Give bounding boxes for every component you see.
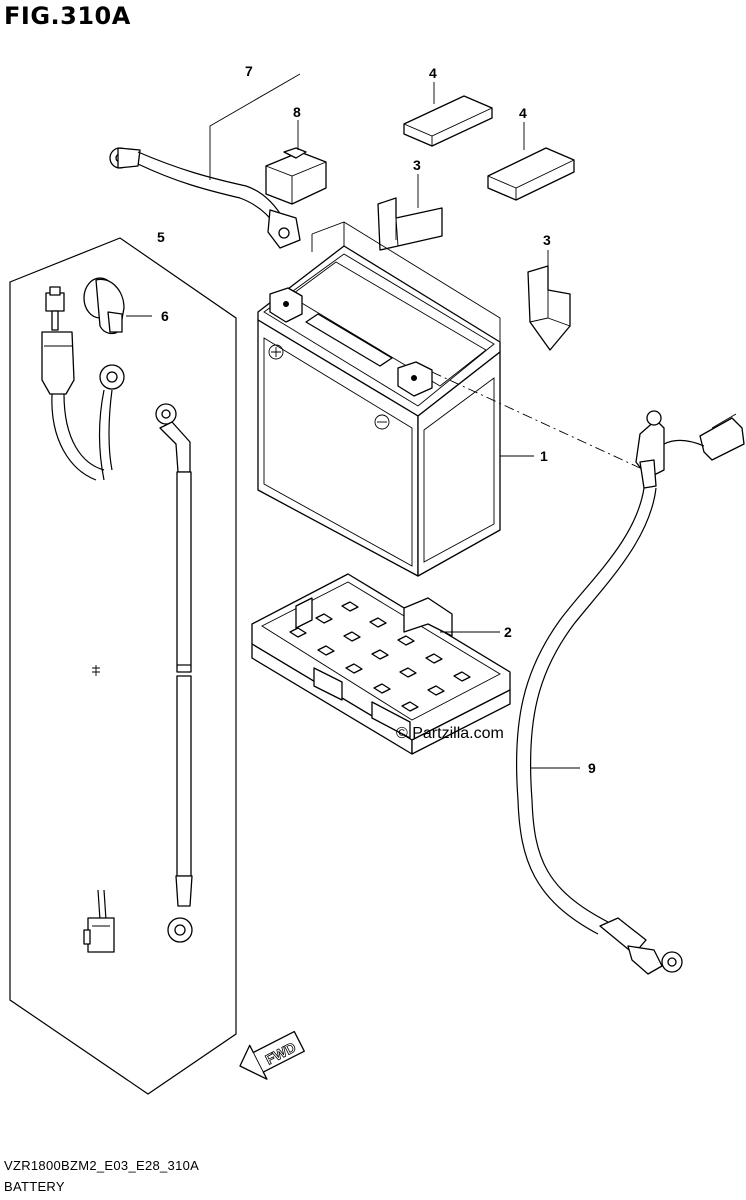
part-5-long-cable xyxy=(92,403,193,943)
callout-2: 2 xyxy=(504,624,512,640)
part-4-pad-right xyxy=(487,122,575,201)
part-3-bracket-upper xyxy=(377,174,443,251)
part-4-pad-left xyxy=(403,82,493,147)
callout-6: 6 xyxy=(161,308,169,324)
callout-8: 8 xyxy=(293,104,301,120)
diagram-code: VZR1800BZM2_E03_E28_310A xyxy=(4,1158,200,1173)
part-3-bracket-lower xyxy=(527,250,571,351)
part-1-battery xyxy=(257,221,534,577)
part-2-battery-tray xyxy=(251,573,511,755)
figure-title: FIG.310A xyxy=(4,2,131,30)
callout-7: 7 xyxy=(245,63,253,79)
part-5-bottom-connector xyxy=(83,889,115,953)
watermark: © Partzilla.com xyxy=(396,725,504,742)
part-9-cable xyxy=(431,371,745,975)
part-5-harness xyxy=(41,286,125,481)
callout-4-left: 4 xyxy=(429,65,437,81)
fwd-arrow-icon: FWD xyxy=(239,1030,305,1080)
diagram-caption: BATTERY xyxy=(4,1179,65,1194)
callout-5: 5 xyxy=(157,229,165,245)
part-6-terminal-cover xyxy=(83,277,152,335)
callout-1: 1 xyxy=(540,448,548,464)
kit-5-outline xyxy=(9,237,237,1095)
part-7-cable xyxy=(109,73,301,249)
callout-3-lower: 3 xyxy=(543,232,551,248)
callout-9: 9 xyxy=(588,760,596,776)
callout-3-upper: 3 xyxy=(413,157,421,173)
callout-4-right: 4 xyxy=(519,105,527,121)
part-8-block xyxy=(265,120,327,205)
